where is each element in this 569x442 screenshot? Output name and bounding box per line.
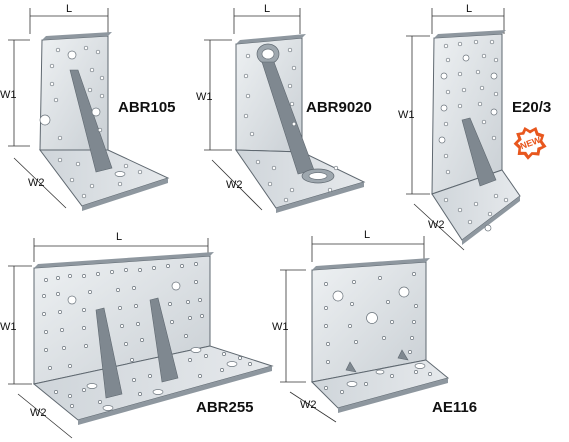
dim-width-e20-3: W2 <box>428 219 445 231</box>
dim-height-e20-3: W1 <box>398 109 415 121</box>
bracket-e20-3: L W1 W2 E20/3 NEW <box>398 3 551 251</box>
dim-width-abr255: W2 <box>30 407 47 419</box>
dim-length-abr105: L <box>66 3 72 15</box>
bracket-abr105: L W1 W2 ABR105 <box>0 3 176 211</box>
dim-lines-ae116 <box>280 236 425 423</box>
dim-width-abr9020: W2 <box>226 179 243 191</box>
product-label-abr255: ABR255 <box>196 399 254 416</box>
dim-height-abr105: W1 <box>0 89 17 101</box>
dim-width-ae116: W2 <box>300 399 317 411</box>
bracket-ae116: L W1 W2 AE116 <box>272 229 477 423</box>
dim-height-abr255: W1 <box>0 321 17 333</box>
new-badge-icon: NEW <box>513 126 547 160</box>
product-label-abr9020: ABR9020 <box>306 99 372 116</box>
holes-abr255 <box>42 262 252 411</box>
dim-height-abr9020: W1 <box>196 91 213 103</box>
dim-lines-abr105 <box>8 8 109 209</box>
dim-length-abr9020: L <box>264 3 270 15</box>
bracket-abr255: L W1 W2 ABR255 <box>0 231 274 439</box>
dim-lines-abr255 <box>8 238 209 439</box>
product-label-e20-3: E20/3 <box>512 99 551 116</box>
product-label-ae116: AE116 <box>432 399 477 416</box>
dim-lines-abr9020 <box>204 8 301 211</box>
dim-width-abr105: W2 <box>28 177 45 189</box>
dim-length-ae116: L <box>364 229 370 241</box>
dim-lines-e20-3 <box>406 8 505 251</box>
bracket-abr9020: L W1 W2 ABR9020 <box>196 3 372 213</box>
dim-length-e20-3: L <box>466 3 472 15</box>
dim-height-ae116: W1 <box>272 321 289 333</box>
dim-length-abr255: L <box>116 231 122 243</box>
product-label-abr105: ABR105 <box>118 99 176 116</box>
